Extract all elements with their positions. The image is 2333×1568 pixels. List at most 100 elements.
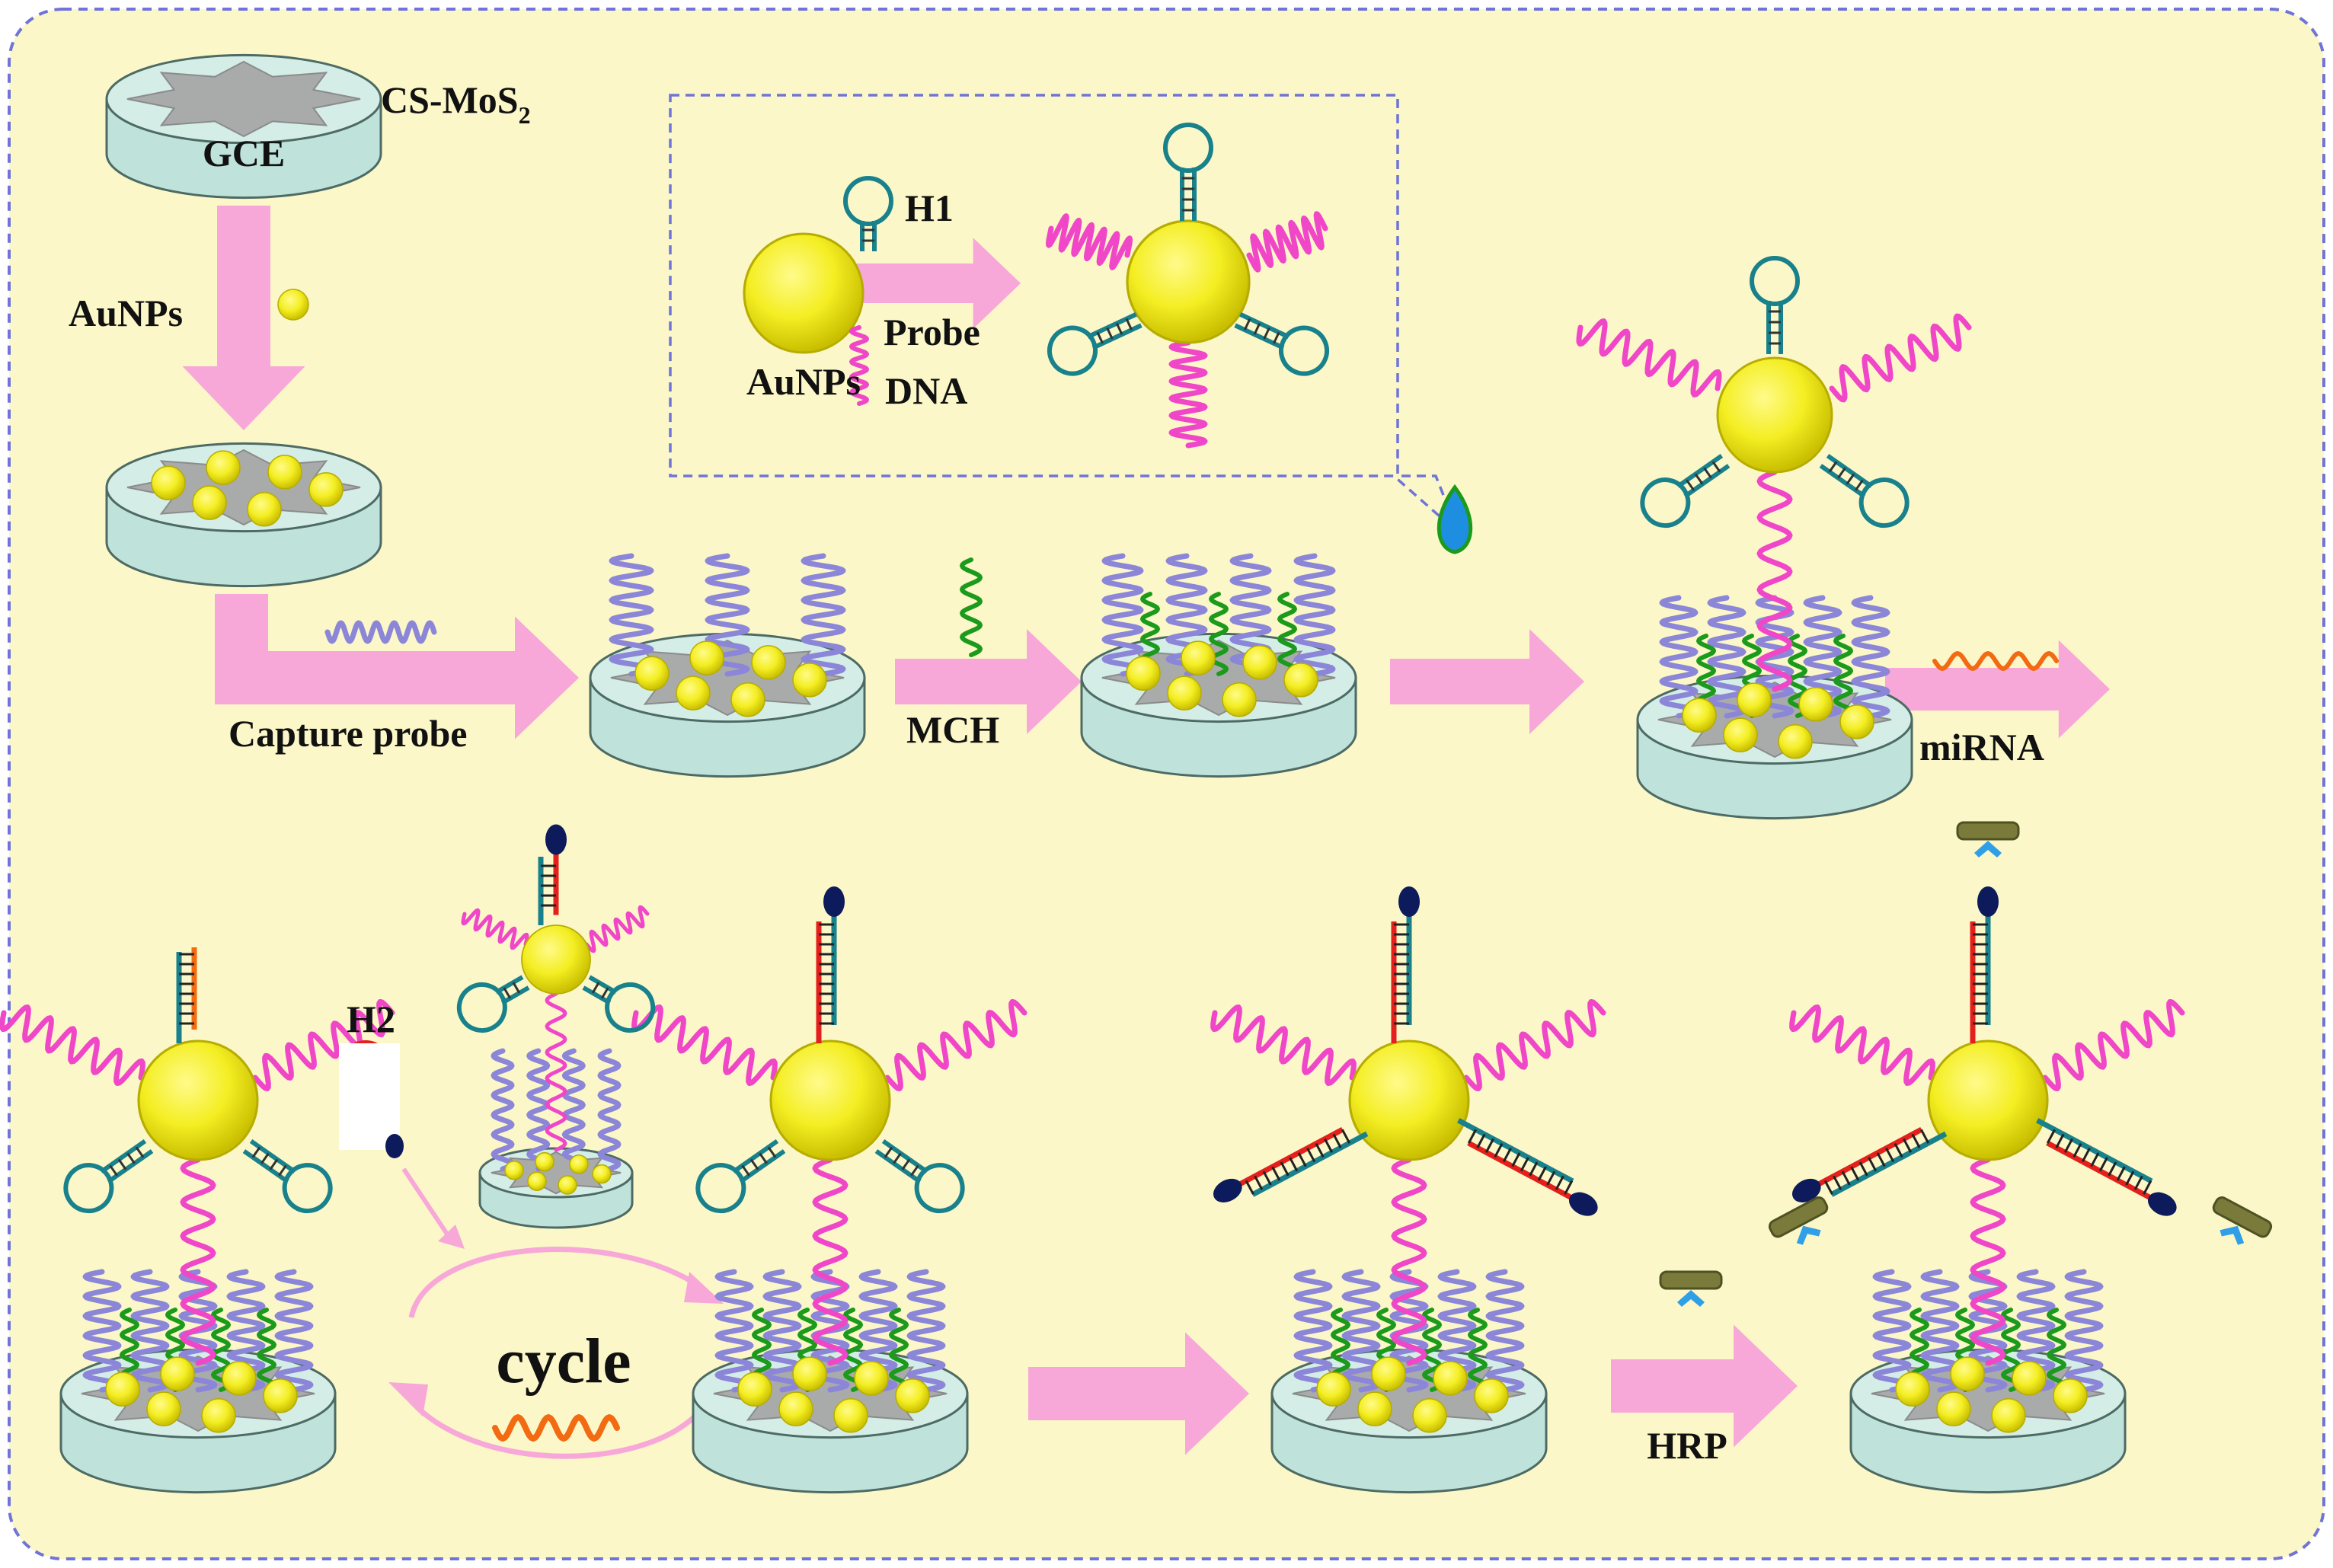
capture-probe-strand [1872, 1269, 1912, 1393]
cycle-loop [388, 1167, 724, 1459]
arrow-down-aunps [182, 206, 305, 430]
capture-probe-strand [491, 1048, 515, 1172]
h2-label-dot [385, 1134, 404, 1158]
hrp-enzyme [1768, 1196, 1829, 1245]
cs-mos2-label: CS-MoS2 [381, 78, 531, 129]
probe-dna-strand [1210, 1004, 1357, 1086]
capture-probe-strand [526, 1048, 551, 1172]
probe-dna-strand [252, 999, 395, 1091]
probe-dna-strand [884, 999, 1027, 1091]
probe-dna-strand [1168, 340, 1208, 449]
surface-aunp [1778, 724, 1813, 759]
arrow-capture-probe [215, 616, 579, 739]
ferrocene-label [1791, 1178, 1821, 1202]
h1-hairpin [63, 1138, 154, 1214]
mch-icon [960, 557, 983, 657]
surface-aunp [267, 455, 302, 490]
mch-label: MCH [906, 708, 999, 751]
probe-dna-strand [1391, 1157, 1427, 1366]
electrode-aunp [105, 442, 382, 588]
capture-probe-strand [1707, 595, 1747, 719]
gold-nanoparticles [105, 219, 2088, 1433]
conjugate-drop-icon [1437, 484, 1473, 554]
cycle-label: cycle [496, 1326, 631, 1397]
capture-probe-label: Capture probe [229, 712, 467, 755]
surface-aunp [1798, 687, 1833, 722]
h1-h2-duplex [1970, 886, 1999, 1043]
surface-aunp [535, 1151, 554, 1172]
surface-aunp [792, 663, 827, 698]
surface-aunp [1126, 656, 1161, 691]
surface-aunp [569, 1154, 589, 1174]
aunps-label-left: AuNPs [69, 292, 183, 334]
capture-probe-strand [714, 1269, 754, 1393]
surface-aunp [105, 1372, 140, 1407]
capture-probe-icon [324, 620, 437, 644]
dna-strands [0, 211, 2185, 1393]
process-arrows [182, 206, 2110, 1455]
mirna-label: miRNA [1919, 726, 2044, 768]
capture-probe-strand [1851, 595, 1890, 719]
surface-aunp [1433, 1361, 1468, 1396]
surface-aunp [1936, 1391, 1971, 1426]
surface-aunp [2012, 1361, 2047, 1396]
surface-aunp [558, 1175, 577, 1195]
surface-aunp [833, 1398, 868, 1433]
surface-aunp [1371, 1356, 1406, 1391]
surface-aunp [1167, 675, 1202, 711]
mch-strand [211, 1308, 231, 1392]
probe-dna-strand [0, 1004, 145, 1086]
surface-aunp [1991, 1398, 2026, 1433]
surface-aunp [1895, 1372, 1930, 1407]
mch-strand [843, 1308, 863, 1392]
surface-aunp [1682, 698, 1717, 733]
arrow-hrp [1611, 1324, 1798, 1448]
probe-label: Probe [884, 311, 980, 353]
probe-dna-strand [1246, 211, 1328, 273]
surface-aunp [2053, 1378, 2088, 1413]
h2-label: H2 [347, 998, 395, 1040]
surface-aunp [634, 656, 670, 691]
capture-probe-strand [1659, 595, 1699, 719]
surface-aunp [1839, 704, 1874, 739]
surface-aunp [206, 450, 241, 485]
h1-hairpin [1640, 453, 1731, 529]
ferrocene-label [1398, 886, 1420, 917]
capture-probe-strand [906, 1269, 946, 1393]
mch-strand [1788, 634, 1807, 718]
mch-strand [1422, 1308, 1442, 1392]
arrow-open-all [1028, 1332, 1249, 1455]
surface-aunp [222, 1361, 257, 1396]
probe-dna-strand [584, 905, 650, 953]
h1-h2-duplex [2036, 1118, 2177, 1216]
capture-probe-strand [609, 553, 654, 677]
h1-hairpin [874, 1138, 965, 1214]
capture-probe-strand [561, 1048, 586, 1172]
surface-aunp [1181, 640, 1216, 675]
electrode-bare [105, 53, 382, 200]
surface-aunp [730, 682, 765, 717]
gce-label: GCE [203, 132, 285, 174]
surface-aunp [689, 640, 724, 675]
capture-probe-strand [762, 1269, 802, 1393]
h1-icon [843, 176, 893, 251]
hrp-enzyme [2212, 1196, 2273, 1245]
h2-backdrop [339, 1043, 400, 1150]
probe-dna-strand [812, 1157, 849, 1366]
probe-dna-strand [1970, 1157, 2006, 1366]
surface-aunp [592, 1164, 612, 1184]
ferrocene-label [1568, 1192, 1598, 1216]
electrode-hrp-bound-aunp [1927, 1039, 2049, 1161]
capture-probe-strand [2064, 1269, 2104, 1393]
surface-aunp [146, 1391, 181, 1426]
capture-probe-strand [1293, 553, 1336, 677]
surface-aunp [504, 1161, 524, 1180]
capture-probe-strand [1341, 1269, 1381, 1393]
electrode-h2-bound-aunp [769, 1039, 891, 1161]
arrow-hybridize [1390, 629, 1584, 734]
misc-symbols [324, 325, 2273, 1442]
mch-strand [1277, 592, 1297, 676]
surface-aunp [201, 1398, 236, 1433]
probe-dna-strand [1756, 469, 1793, 692]
surface-aunp [1283, 663, 1318, 698]
